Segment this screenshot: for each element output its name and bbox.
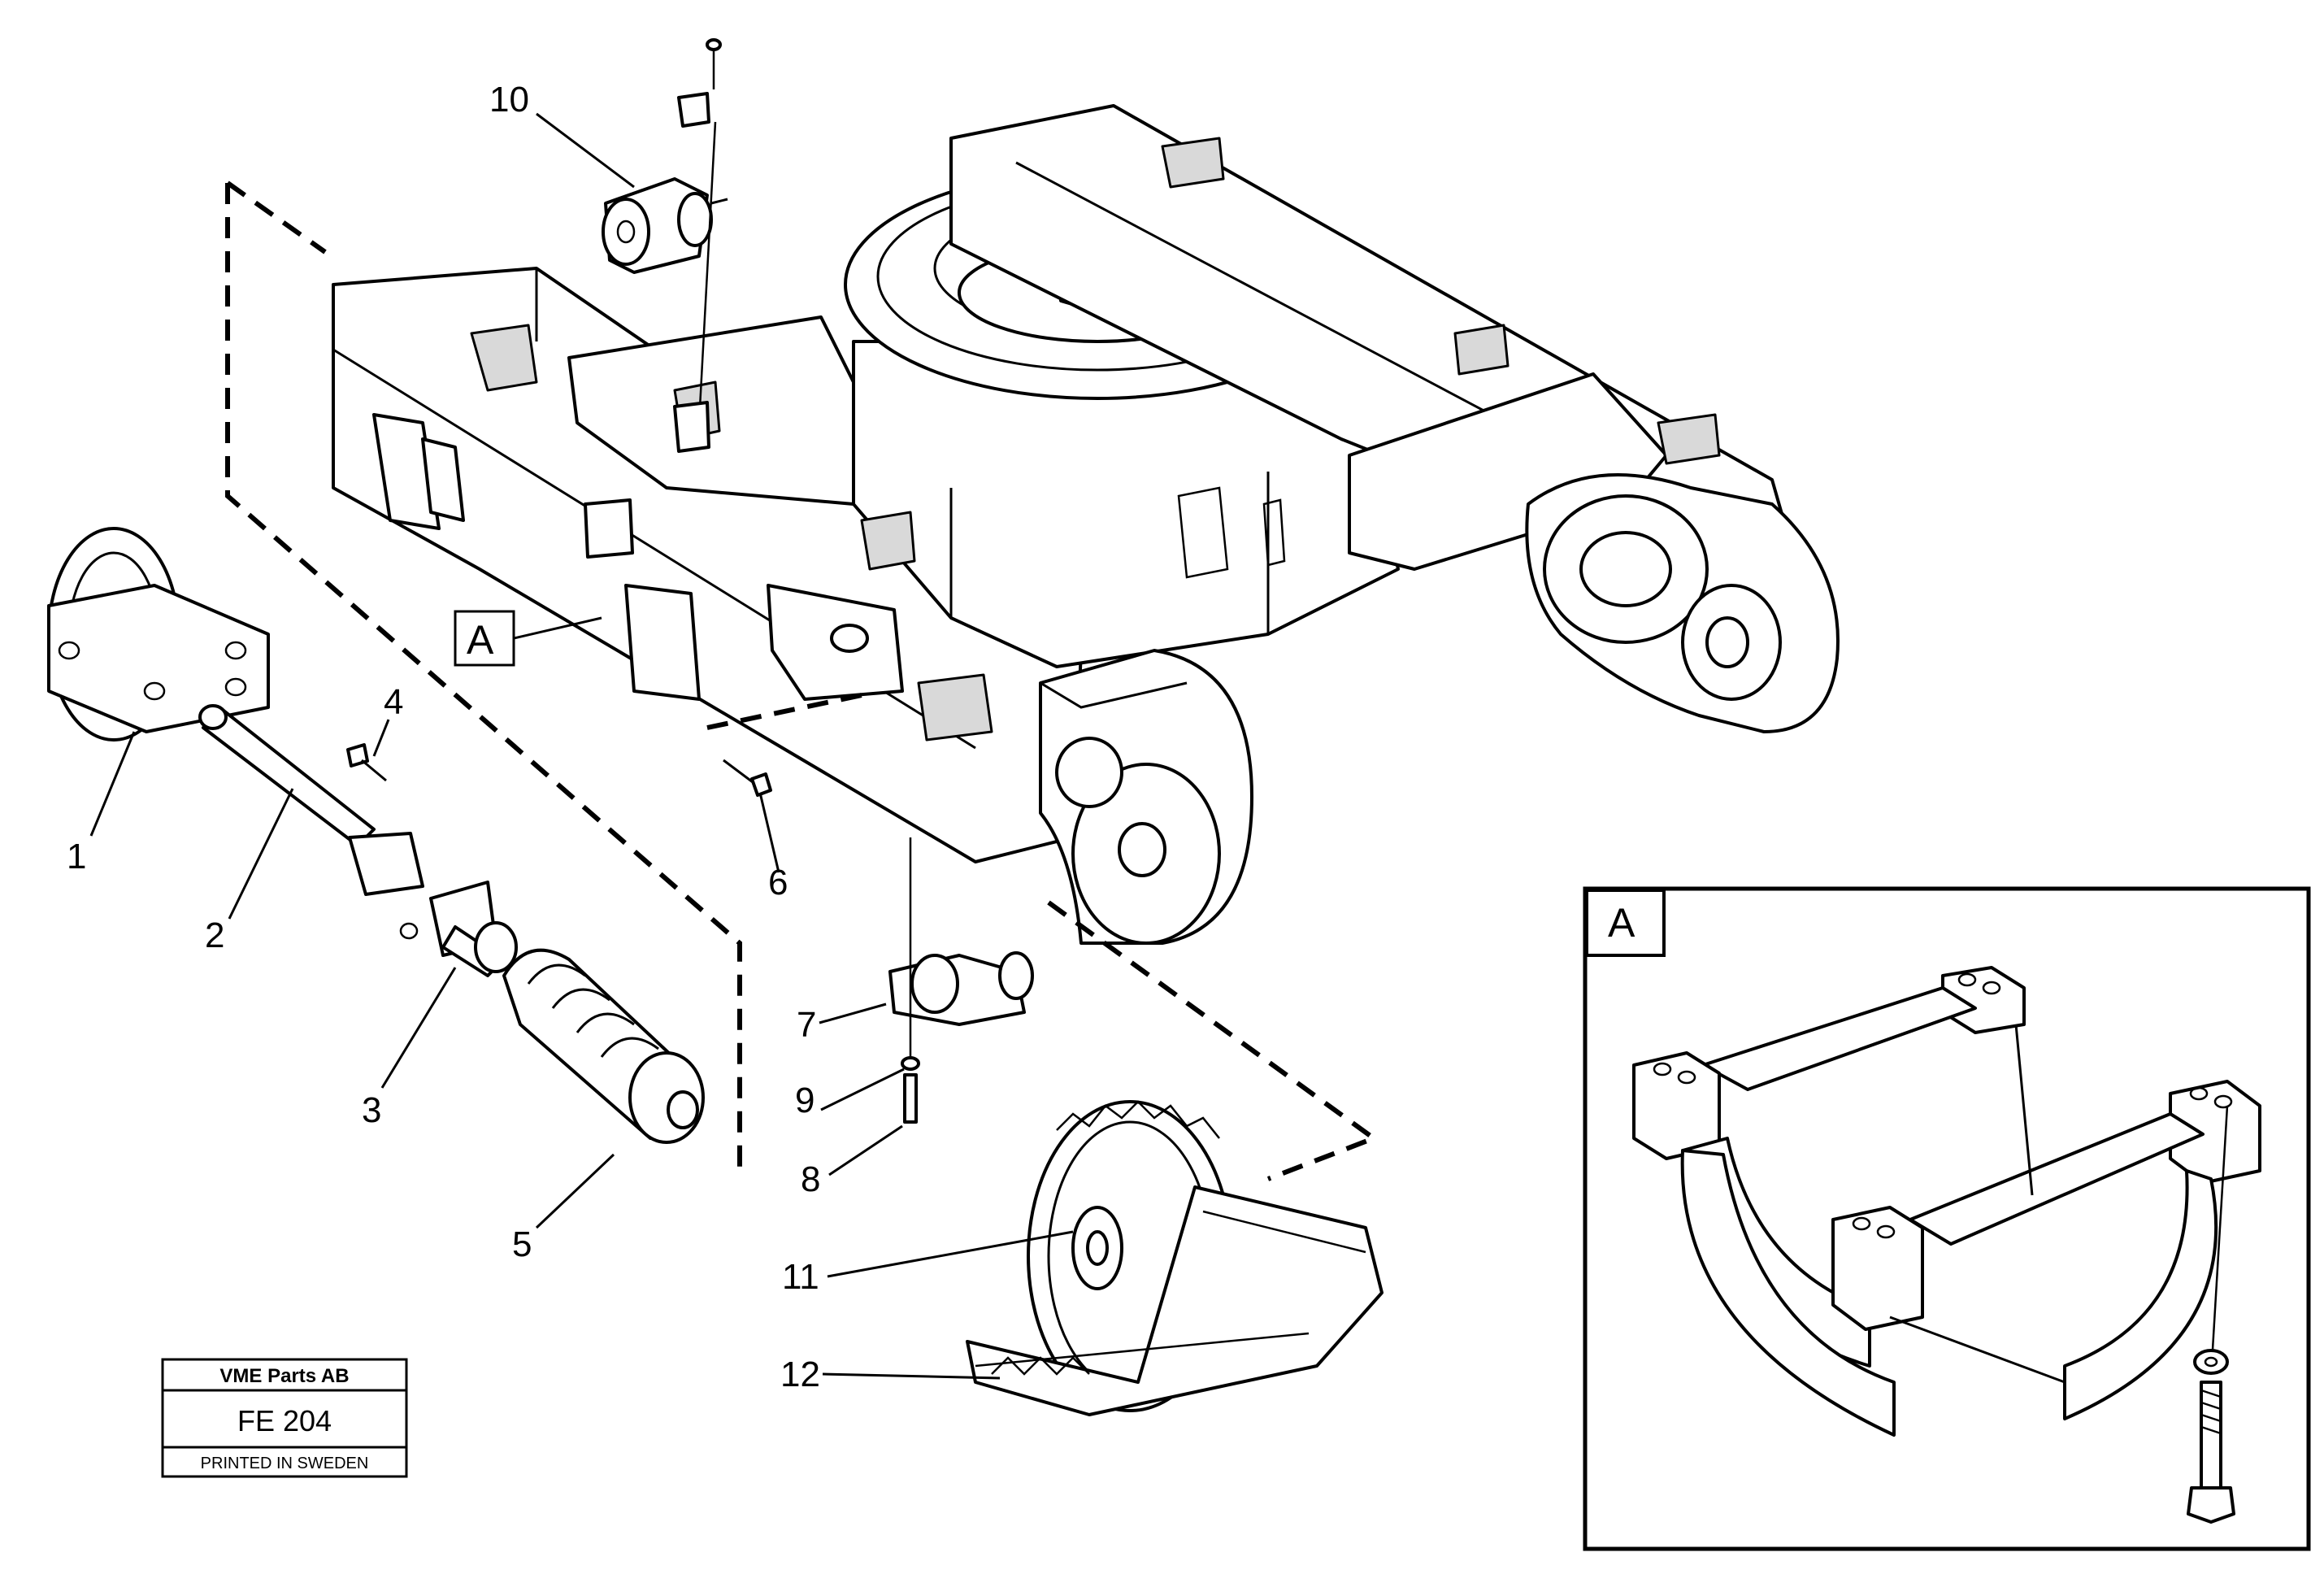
mount-dash (706, 693, 862, 730)
callout-10: 10 (489, 80, 529, 120)
part-15-washer (2193, 1349, 2229, 1375)
part-6-bolt (723, 759, 772, 797)
exploded-boundary (225, 183, 742, 1175)
detail-marker-a: A (454, 610, 515, 667)
callout-1: 1 (67, 837, 86, 876)
callout-5: 5 (512, 1224, 532, 1264)
callout-2: 2 (205, 915, 224, 955)
callout-7: 7 (797, 1005, 816, 1045)
callout-8: 8 (801, 1159, 820, 1199)
callout-12: 12 (780, 1355, 820, 1394)
front-idler-housing (1039, 649, 1253, 945)
leader-lines (89, 112, 2192, 1475)
undercarriage-frame (332, 104, 1790, 863)
callout-11: 11 (782, 1257, 819, 1297)
title-block: VME Parts AB FE 204 PRINTED IN SWEDEN (161, 1358, 408, 1478)
part-2-recoil-rod (198, 704, 424, 896)
part-4-bolt (346, 743, 387, 782)
svg-text:A: A (467, 617, 494, 663)
part-10-upper-roller (602, 38, 728, 453)
title-footer: PRINTED IN SWEDEN (201, 1455, 369, 1472)
rear-idler-housing (1525, 473, 1840, 733)
detail-box-a: A (1583, 886, 2311, 1551)
callout-4: 4 (384, 682, 403, 722)
part-13-bracket (1632, 966, 2261, 1437)
part-12-track-chain (966, 1185, 1384, 1416)
title-company: VME Parts AB (219, 1365, 349, 1387)
detail-box-label: A (1608, 900, 1635, 946)
part-1-front-idler (47, 527, 270, 742)
part-14-bolt (2187, 1381, 2235, 1524)
part-9-washer (901, 1056, 920, 1071)
part-8-bolt (903, 1073, 918, 1124)
title-code: FE 204 (237, 1404, 332, 1437)
part-5-recoil-spring (502, 948, 705, 1144)
part-3-cylinder (399, 881, 518, 977)
callout-3: 3 (362, 1090, 381, 1130)
callout-6: 6 (768, 863, 788, 902)
callout-9: 9 (795, 1081, 814, 1120)
part-7-carrier-roller (888, 951, 1034, 1026)
